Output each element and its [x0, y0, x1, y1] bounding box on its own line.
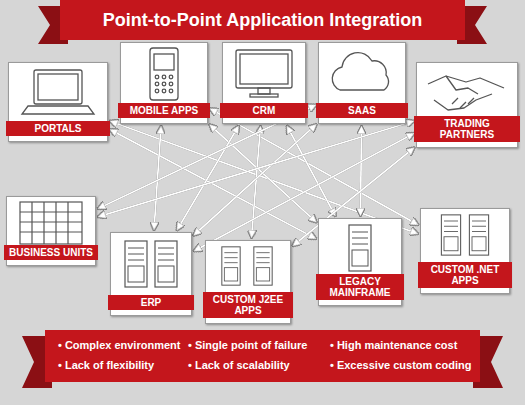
building-column: [67, 202, 68, 244]
phone-key: [155, 82, 159, 86]
system-label: CUSTOM J2EE APPS: [203, 292, 293, 318]
building-icon: [20, 202, 82, 244]
integration-arrow: [154, 126, 161, 230]
title-banner: [60, 0, 465, 40]
integration-arrow: [287, 126, 336, 216]
issue-bullet: • Complex environment: [58, 339, 180, 351]
phone-key: [162, 82, 166, 86]
server-rack: [469, 215, 488, 255]
system-label: PORTALS: [6, 121, 110, 136]
system-box: CRM: [222, 42, 306, 124]
integration-arrow: [177, 126, 239, 231]
building-body: [20, 202, 82, 244]
system-box: SAAS: [318, 42, 406, 124]
phone-screen: [154, 54, 174, 70]
system-box: BUSINESS UNITS: [6, 196, 96, 266]
monitor-base: [250, 94, 278, 97]
monitor-screen: [240, 54, 288, 84]
integration-arrow: [361, 126, 362, 216]
handshake-icon: [428, 76, 504, 110]
phone-key: [169, 89, 173, 93]
handshake-fingers: [452, 98, 474, 108]
issues-band: [45, 330, 480, 382]
server-rack: [222, 247, 240, 285]
phone-key: [162, 89, 166, 93]
system-box: MOBILE APPS: [120, 42, 208, 124]
monitor-icon: [236, 50, 292, 97]
issue-bullet: • Lack of flexibility: [58, 359, 154, 371]
integration-arrow: [110, 129, 316, 238]
phone-key: [155, 89, 159, 93]
server-rack: [125, 241, 147, 287]
laptop-screen: [34, 70, 82, 104]
building-floor: [20, 211, 82, 212]
system-label: SAAS: [316, 103, 408, 118]
phone-icon: [150, 48, 178, 100]
system-label: TRADING PARTNERS: [414, 116, 520, 142]
system-box: LEGACY MAINFRAME: [318, 218, 402, 306]
system-label: ERP: [108, 295, 194, 310]
system-label: CRM: [220, 103, 308, 118]
system-label: BUSINESS UNITS: [4, 245, 98, 260]
system-box: CUSTOM .NET APPS: [420, 208, 510, 294]
server-rack: [441, 215, 460, 255]
building-column: [31, 202, 32, 244]
laptop-display: [38, 74, 78, 100]
system-label: LEGACY MAINFRAME: [316, 274, 404, 300]
title: Point-to-Point Application Integration: [60, 0, 465, 40]
issue-bullet: • High maintenance cost: [330, 339, 457, 351]
system-box: CUSTOM J2EE APPS: [205, 240, 291, 324]
monitor-stand: [258, 88, 270, 94]
server-rack: [254, 247, 272, 285]
mainframe-rack: [349, 225, 371, 271]
laptop-icon: [22, 70, 94, 114]
system-label: MOBILE APPS: [118, 103, 210, 118]
laptop-base: [22, 106, 94, 114]
building-column: [43, 202, 44, 244]
system-box: ERP: [110, 232, 192, 316]
system-box: TRADING PARTNERS: [416, 62, 518, 148]
issue-bullet: • Lack of scalability: [188, 359, 290, 371]
handshake-arm: [428, 76, 504, 88]
handshake-hand: [446, 76, 478, 94]
cloud-icon: [332, 53, 388, 90]
handshake-arm: [434, 94, 492, 110]
building-column: [55, 202, 56, 244]
server-rack: [155, 241, 177, 287]
phone-body: [150, 48, 178, 100]
phone-key: [155, 75, 159, 79]
integration-arrow: [98, 121, 414, 217]
issue-bullet: • Excessive custom coding: [330, 359, 471, 371]
building-floor: [20, 221, 82, 222]
issue-bullet: • Single point of failure: [188, 339, 307, 351]
phone-key: [169, 82, 173, 86]
system-label: CUSTOM .NET APPS: [418, 262, 512, 288]
monitor-frame: [236, 50, 292, 88]
system-box: PORTALS: [8, 62, 108, 142]
building-floor: [20, 231, 82, 232]
phone-key: [169, 75, 173, 79]
phone-key: [162, 75, 166, 79]
